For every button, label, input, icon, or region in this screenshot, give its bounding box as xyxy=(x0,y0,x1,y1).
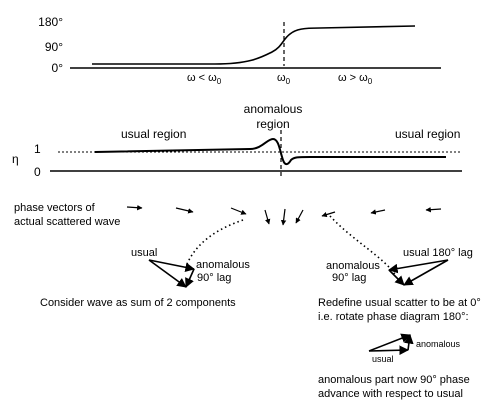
right-lag-label: 90° lag xyxy=(332,272,366,284)
rotated-usual-vector xyxy=(368,345,409,356)
eta-curve xyxy=(94,137,446,166)
phase-vector-9 xyxy=(425,206,442,213)
phase-vector-5 xyxy=(280,208,287,226)
right-dotted-connector xyxy=(329,215,397,277)
phase-vector-2 xyxy=(175,207,194,214)
usual-region-label-left: usual region xyxy=(121,127,186,141)
phase-vector-4 xyxy=(264,209,271,225)
eta-tick-1: 1 xyxy=(34,142,41,156)
left-usual-label: usual xyxy=(131,247,157,259)
rotated-anomalous-vector xyxy=(404,334,414,351)
left-resultant-vector xyxy=(148,259,187,288)
right-anomalous-label: anomalous xyxy=(326,260,380,272)
anomalous-region-label-2: region xyxy=(256,117,289,131)
left-anomalous-label: anomalous xyxy=(196,259,250,271)
phase-vector-8 xyxy=(370,209,386,215)
right-resultant-vector xyxy=(403,259,449,286)
phase-vector-3 xyxy=(230,207,247,215)
rotated-anomalous-label: anomalous xyxy=(416,339,461,349)
left-anomalous-vector xyxy=(185,268,195,288)
eta-plot: anomalous region usual region usual regi… xyxy=(12,102,462,179)
right-phase-diagram: usual 180° lag anomalous 90° lag Redefin… xyxy=(318,247,481,400)
phase-tick-180: 180° xyxy=(38,15,63,29)
phase-vectors-label-2: actual scattered wave xyxy=(14,216,120,228)
right-usual-vector xyxy=(388,259,449,274)
eta-axis-label: η xyxy=(12,152,19,166)
phase-vector-6 xyxy=(295,209,304,224)
right-caption-2: i.e. rotate phase diagram 180°: xyxy=(318,311,469,323)
right-usual-180-label: usual 180° lag xyxy=(403,247,473,259)
phase-vectors-label-1: phase vectors of xyxy=(14,202,96,214)
left-caption: Consider wave as sum of 2 components xyxy=(40,297,236,309)
rotated-resultant-vector xyxy=(368,333,411,352)
right-caption-1: Redefine usual scatter to be at 0° xyxy=(318,297,481,309)
phase-vectors-row: phase vectors of actual scattered wave xyxy=(14,202,442,277)
below-resonance-label: ω < ω0 xyxy=(187,72,222,86)
left-dotted-connector xyxy=(186,219,244,265)
phase-vector-1 xyxy=(126,204,143,211)
phase-curve xyxy=(92,25,416,65)
phase-plot: 180° 90° 0° ω < ω0 ω0 ω > ω0 xyxy=(38,15,441,86)
phase-tick-0: 0° xyxy=(52,61,64,75)
conclusion-line-1: anomalous part now 90° phase xyxy=(318,374,470,386)
left-lag-label: 90° lag xyxy=(197,272,231,284)
left-phase-diagram: usual anomalous 90° lag Consider wave as… xyxy=(40,247,250,309)
phase-vector-7 xyxy=(321,211,336,218)
phase-tick-90: 90° xyxy=(45,40,63,54)
right-anomalous-vector xyxy=(388,269,405,286)
rotated-usual-label: usual xyxy=(372,354,394,364)
omega0-label: ω0 xyxy=(277,72,291,86)
left-usual-vector xyxy=(148,259,195,273)
usual-region-label-right: usual region xyxy=(395,127,460,141)
conclusion-line-2: advance with respect to usual xyxy=(318,388,463,400)
eta-tick-0: 0 xyxy=(34,165,41,179)
anomalous-region-label-1: anomalous xyxy=(244,102,303,116)
above-resonance-label: ω > ω0 xyxy=(338,72,373,86)
